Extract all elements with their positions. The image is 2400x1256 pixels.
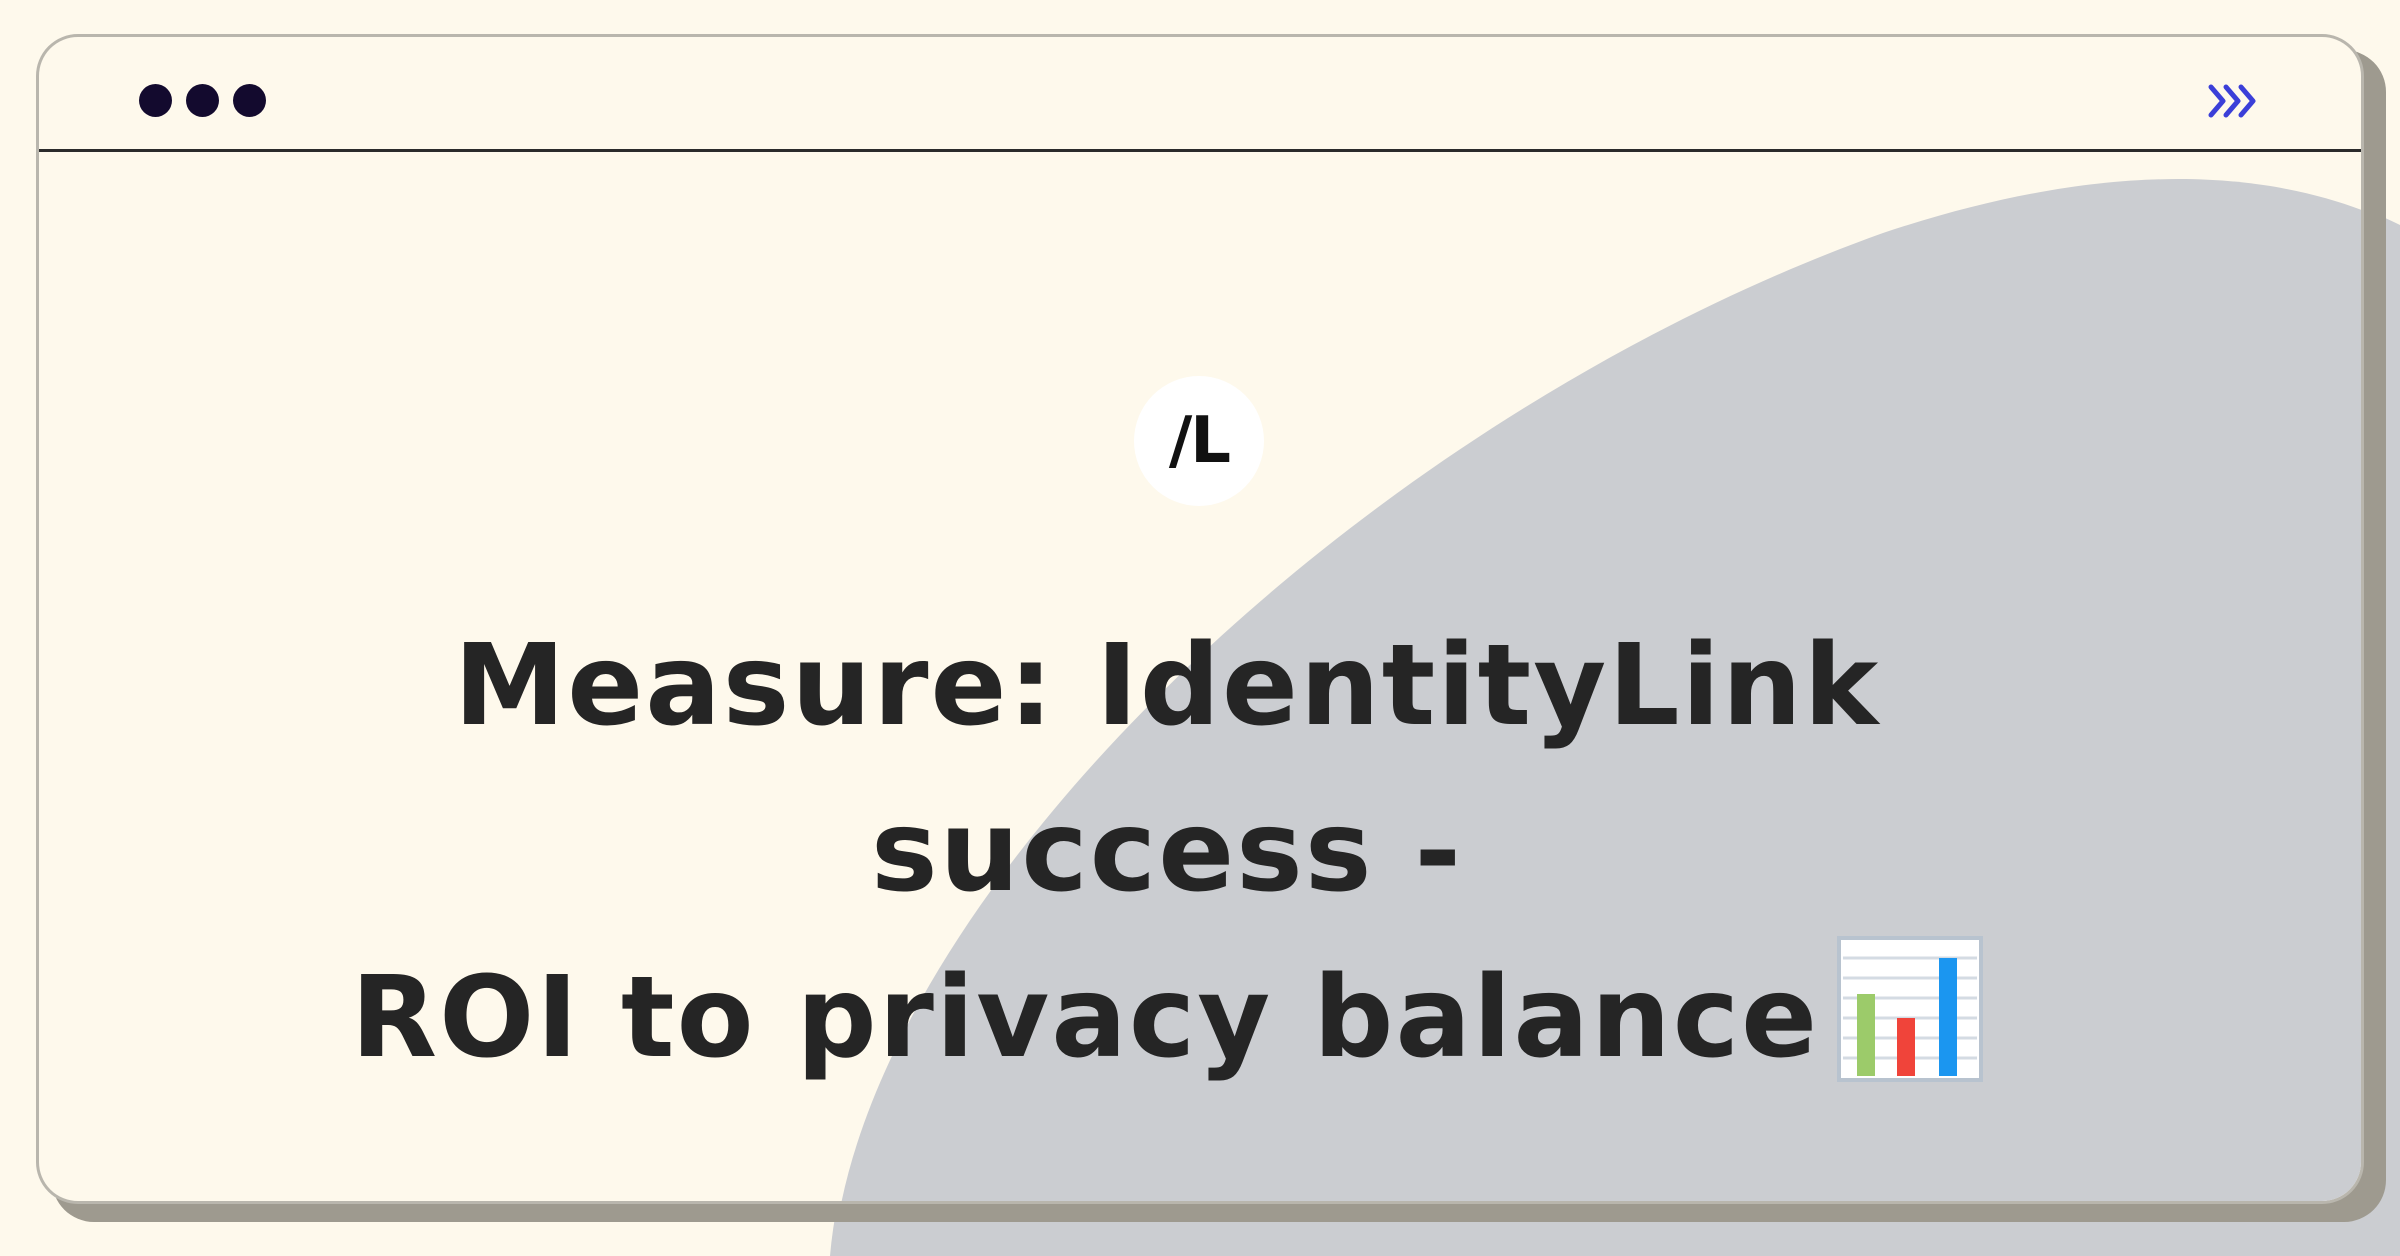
title-line-2-text: ROI to privacy balance	[350, 953, 1820, 1083]
window-controls	[139, 84, 266, 117]
logo: /L	[1134, 376, 1264, 506]
title-line-2: ROI to privacy balance	[203, 935, 2131, 1101]
page-title: Measure: IdentityLink success - ROI to p…	[203, 603, 2131, 1101]
window-dot-icon[interactable]	[139, 84, 172, 117]
bar-chart-icon	[1837, 936, 1984, 1082]
window-card: /L Measure: IdentityLink success - ROI t…	[36, 34, 2364, 1204]
title-line-1: Measure: IdentityLink success -	[453, 621, 1881, 917]
window-dot-icon[interactable]	[186, 84, 219, 117]
logo-text: /L	[1168, 404, 1231, 478]
window-dot-icon[interactable]	[233, 84, 266, 117]
triple-chevron-right-icon[interactable]	[2207, 79, 2261, 123]
content: /L Measure: IdentityLink success - ROI t…	[39, 37, 2361, 1201]
title-bar	[39, 37, 2361, 152]
